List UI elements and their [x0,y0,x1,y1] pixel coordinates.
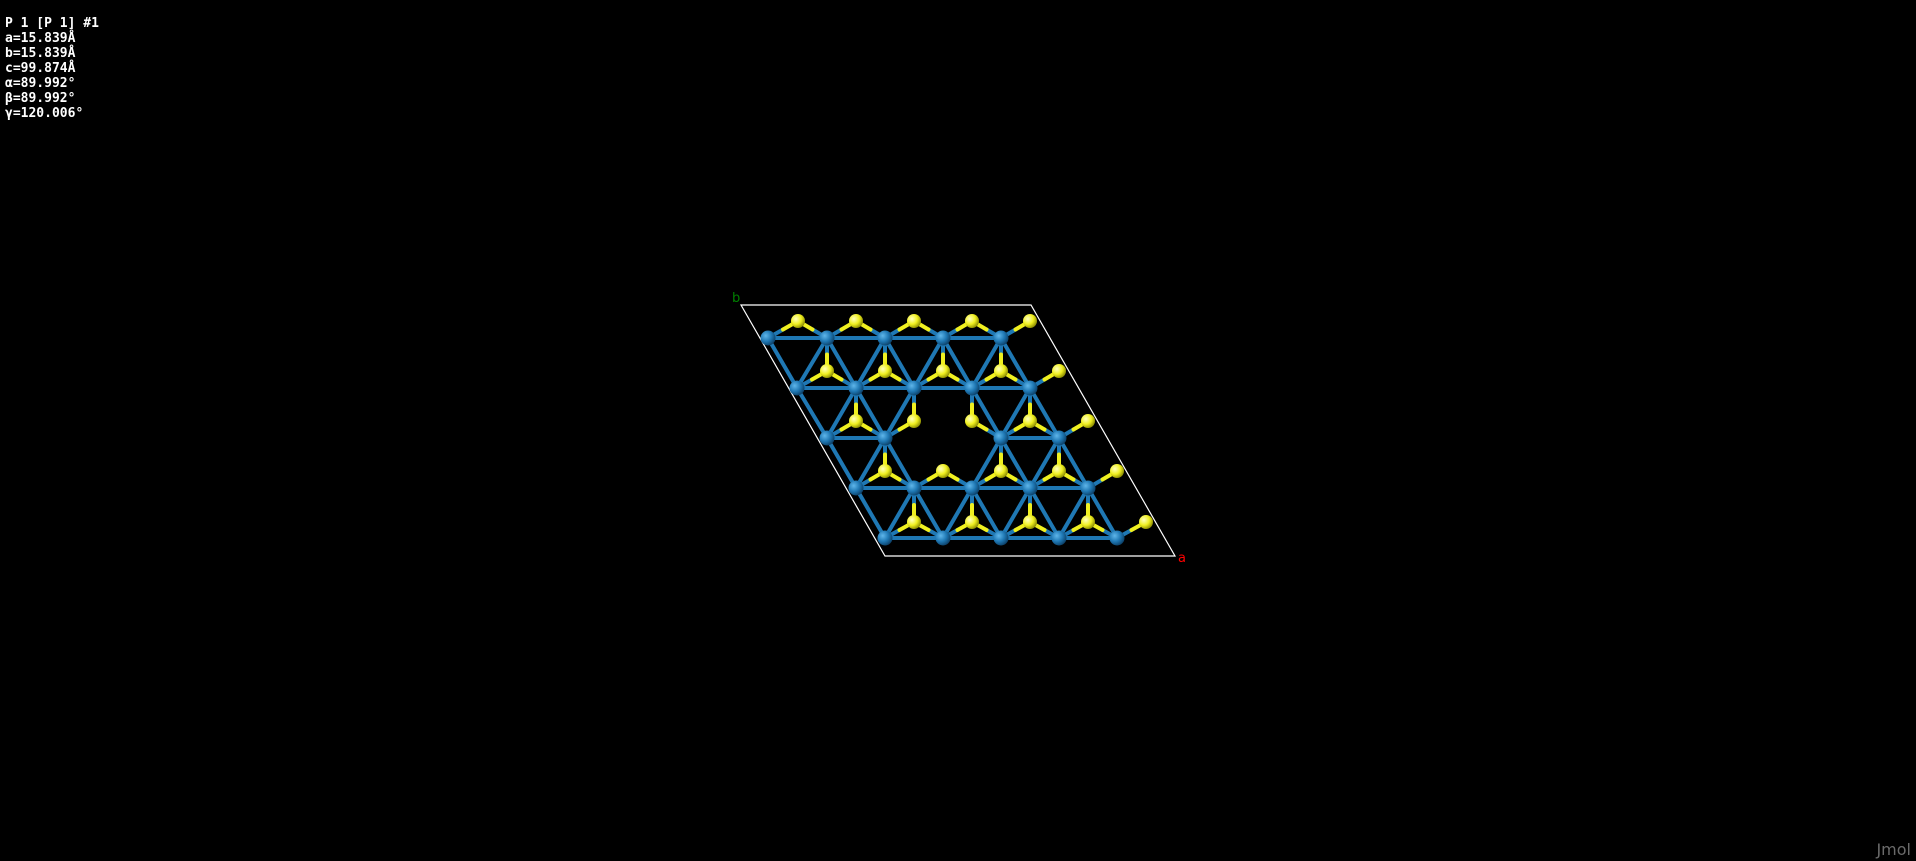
metal-metal-bond [999,436,1032,490]
metal-metal-bond [883,386,916,440]
cell-a-label: a=15.839Å [5,31,76,46]
cell-gamma-label: γ=120.006° [5,106,84,121]
chalcogen-atom [1110,464,1124,478]
metal-metal-bond [1028,386,1061,440]
unit-cell-box [739,304,1177,557]
chalcogen-atom [965,414,979,428]
chalcogen-atom [1023,414,1037,428]
metal-atom [906,480,922,496]
unit-cell-info: P 1 [P 1] #1 a=15.839Å b=15.839Å c=99.87… [5,16,99,121]
metal-metal-bond [883,336,916,390]
metal-metal-bond [854,436,887,490]
metal-metal-bond [825,336,858,390]
axis-a-label: a [1178,551,1186,566]
metal-atom [1022,380,1038,396]
metal-atom [1080,480,1096,496]
metal-metal-bond [825,386,858,440]
chalcogen-atom [1052,464,1066,478]
chalcogen-atom [849,414,863,428]
metal-atom [935,330,951,346]
metal-metal-bond [1028,486,1061,540]
metal-atom [1022,480,1038,496]
metal-metal-bond [766,336,799,390]
metal-metal-bond [1086,486,1119,540]
chalcogen-atom [1081,515,1095,529]
metal-atom [993,330,1009,346]
chalcogen-atom [907,414,921,428]
metal-metal-bond [883,436,916,490]
chalcogen-atom [936,464,950,478]
metal-metal-bond [854,336,887,390]
metal-metal-bond [825,436,858,490]
metal-atom [760,330,776,346]
metal-atom [819,430,835,446]
metal-atom [906,380,922,396]
chalcogen-atom [994,364,1008,378]
metal-metal-bond [999,486,1032,540]
metal-metal-bond [941,486,974,540]
chalcogen-atom [1023,314,1037,328]
atom-layer [760,314,1153,546]
metal-atom [877,530,893,546]
metal-atom [993,430,1009,446]
space-group-label: P 1 [P 1] #1 [5,16,99,31]
metal-metal-bond [912,486,945,540]
metal-atom [877,330,893,346]
chalcogen-atom [820,364,834,378]
metal-metal-bond [1057,486,1090,540]
chalcogen-atom [1052,364,1066,378]
metal-atom [964,380,980,396]
metal-metal-bond [912,336,945,390]
chalcogen-atom [791,314,805,328]
chalcogen-atom [994,464,1008,478]
unit-cell-outline [739,304,1177,557]
chalcogen-atom [849,314,863,328]
chalcogen-atom [1081,414,1095,428]
metal-atom [935,530,951,546]
metal-metal-bond [1028,436,1061,490]
chalcogen-atom [965,314,979,328]
chalcogen-atom [936,364,950,378]
cell-c-label: c=99.874Å [5,61,76,76]
metal-atom [1051,530,1067,546]
metal-atom [877,430,893,446]
metal-atom [819,330,835,346]
metal-atom [993,530,1009,546]
chalcogen-atom [907,515,921,529]
metal-metal-bond [1057,436,1090,490]
chalcogen-atom [965,515,979,529]
metal-metal-bond [854,386,887,440]
metal-atom [1109,530,1125,546]
metal-atom [789,380,805,396]
chalcogen-atom [878,464,892,478]
metal-metal-bond [854,486,887,540]
cell-beta-label: β=89.992° [5,91,76,106]
metal-metal-bond [999,386,1032,440]
chalcogen-atom [1023,515,1037,529]
metal-metal-bond [970,436,1003,490]
axis-b-label: b [732,291,740,306]
metal-metal-bond [970,386,1003,440]
metal-metal-bond [970,336,1003,390]
metal-atom [848,380,864,396]
cell-b-label: b=15.839Å [5,46,76,61]
metal-metal-bond [941,336,974,390]
chalcogen-atom [907,314,921,328]
jmol-watermark: Jmol [1876,840,1911,859]
metal-metal-bond [795,386,829,440]
metal-atom [1051,430,1067,446]
chalcogen-atom [1139,515,1153,529]
metal-metal-bond [999,336,1032,390]
metal-atom [848,480,864,496]
bond-layer [766,319,1148,540]
cell-alpha-label: α=89.992° [5,76,76,91]
metal-metal-bond [883,486,916,540]
metal-metal-bond [795,336,829,390]
metal-atom [964,480,980,496]
chalcogen-atom [878,364,892,378]
metal-metal-bond [970,486,1003,540]
